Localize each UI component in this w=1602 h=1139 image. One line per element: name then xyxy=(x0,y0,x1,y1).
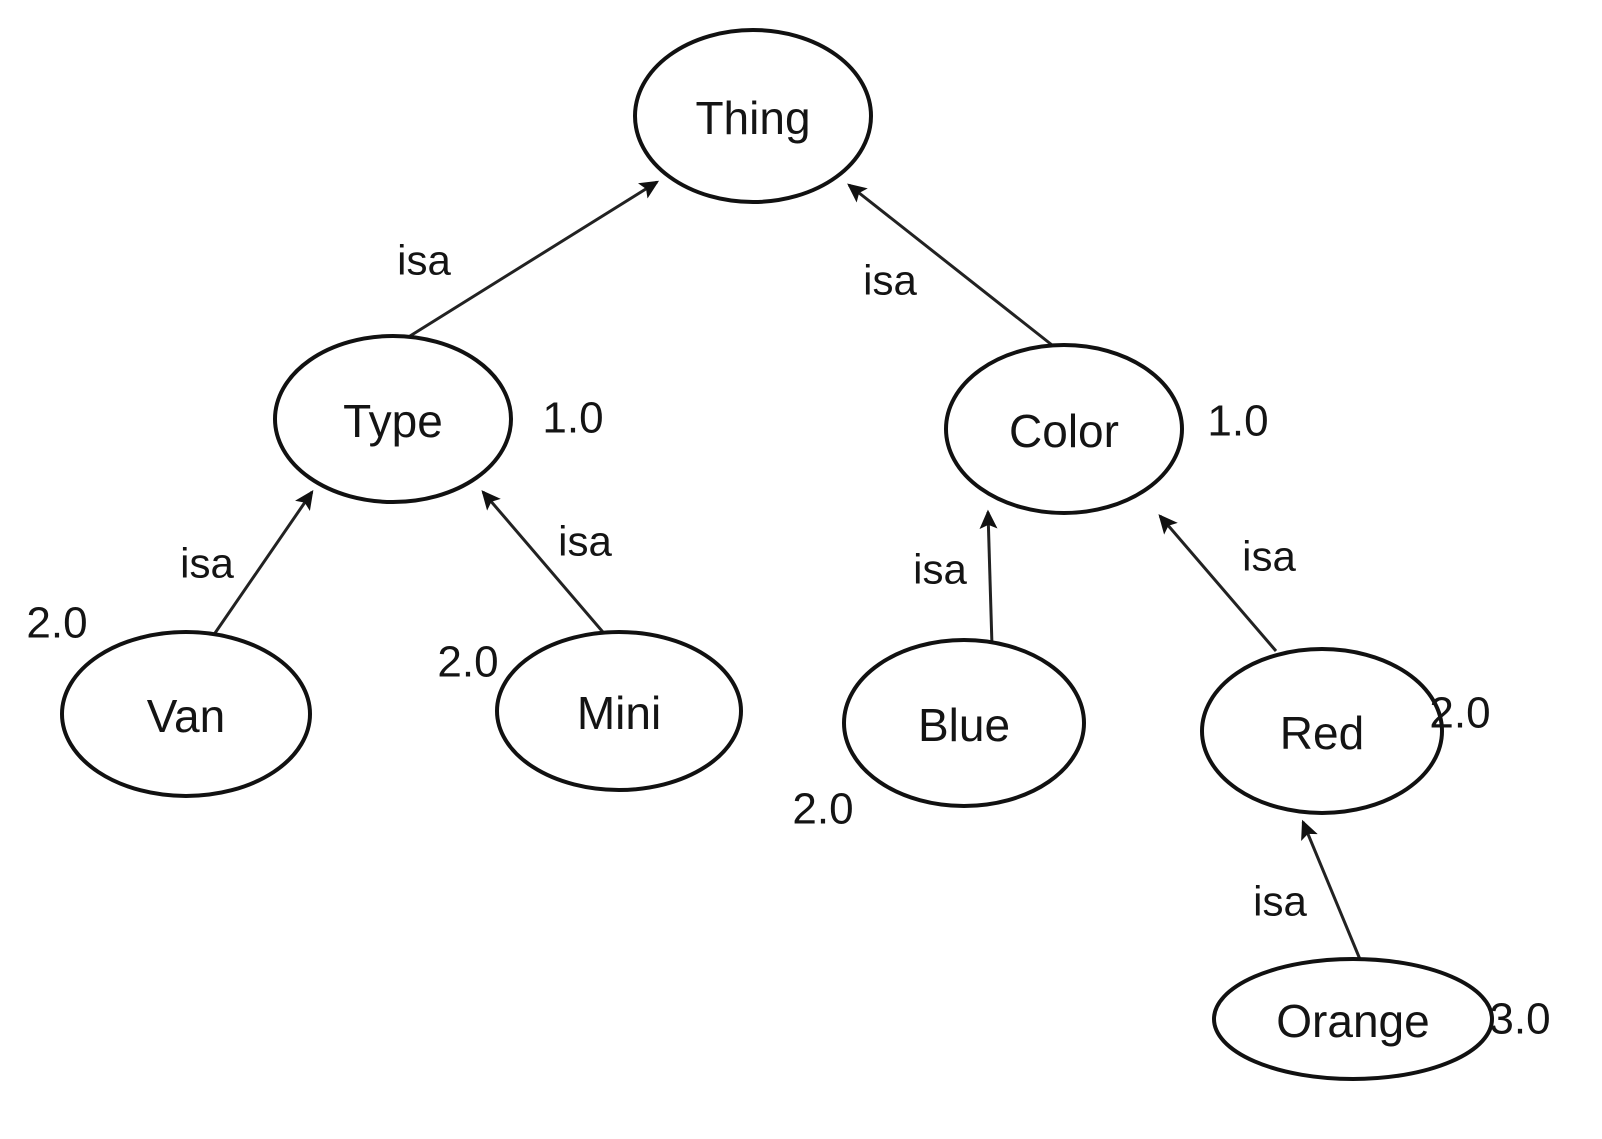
node-label-mini: Mini xyxy=(577,687,661,739)
node-color[interactable]: Color xyxy=(944,343,1184,515)
node-label-thing: Thing xyxy=(695,92,810,144)
node-ellipse-mini xyxy=(495,630,743,792)
edge-blue-isa-color xyxy=(979,509,998,647)
node-type[interactable]: Type xyxy=(273,334,513,504)
edge-label-color-isa-thing: isa xyxy=(863,257,917,304)
edge-label-type-isa-thing: isa xyxy=(397,237,451,284)
edge-type-isa-thing xyxy=(409,180,660,338)
edge-label-red-isa-color: isa xyxy=(1242,533,1296,580)
edge-orange-isa-red xyxy=(1301,819,1366,970)
edge-van-isa-type xyxy=(211,490,314,637)
edge-label-mini-isa-type: isa xyxy=(558,518,612,565)
node-label-orange: Orange xyxy=(1276,995,1429,1047)
node-label-color: Color xyxy=(1009,405,1119,457)
node-label-van: Van xyxy=(147,690,225,742)
node-ellipse-red xyxy=(1200,647,1444,815)
node-thing[interactable]: Thing xyxy=(633,28,873,204)
node-ellipse-blue xyxy=(842,638,1086,808)
weight-label-orange: 3.0 xyxy=(1489,995,1550,1044)
edge-label-orange-isa-red: isa xyxy=(1253,878,1307,925)
node-blue[interactable]: Blue xyxy=(842,638,1086,808)
node-label-blue: Blue xyxy=(918,699,1010,751)
node-label-type: Type xyxy=(343,395,443,447)
node-ellipse-orange xyxy=(1212,957,1494,1081)
node-ellipse-thing xyxy=(633,28,873,204)
node-ellipse-type xyxy=(273,334,513,504)
edge-label-blue-isa-color: isa xyxy=(913,546,967,593)
node-ellipse-color xyxy=(944,343,1184,515)
weight-label-color: 1.0 xyxy=(1207,397,1268,446)
node-mini[interactable]: Mini xyxy=(495,630,743,792)
weight-label-red: 2.0 xyxy=(1429,689,1490,738)
weight-label-type: 1.0 xyxy=(542,394,603,443)
edge-color-isa-thing xyxy=(847,183,1053,347)
node-ellipse-van xyxy=(60,630,312,798)
node-orange[interactable]: Orange xyxy=(1212,957,1494,1081)
edges-group: isa isa isa isa isa isa isa xyxy=(180,180,1366,970)
weight-label-mini: 2.0 xyxy=(437,638,498,687)
node-label-red: Red xyxy=(1280,707,1364,759)
weights-group: 1.0 1.0 2.0 2.0 2.0 2.0 3.0 xyxy=(26,394,1550,1044)
weight-label-blue: 2.0 xyxy=(792,785,853,834)
edge-mini-isa-type xyxy=(481,490,610,639)
node-van[interactable]: Van xyxy=(60,630,312,798)
weight-label-van: 2.0 xyxy=(26,599,87,648)
edge-label-van-isa-type: isa xyxy=(180,540,234,587)
node-red[interactable]: Red xyxy=(1200,647,1444,815)
edge-red-isa-color xyxy=(1158,514,1278,652)
